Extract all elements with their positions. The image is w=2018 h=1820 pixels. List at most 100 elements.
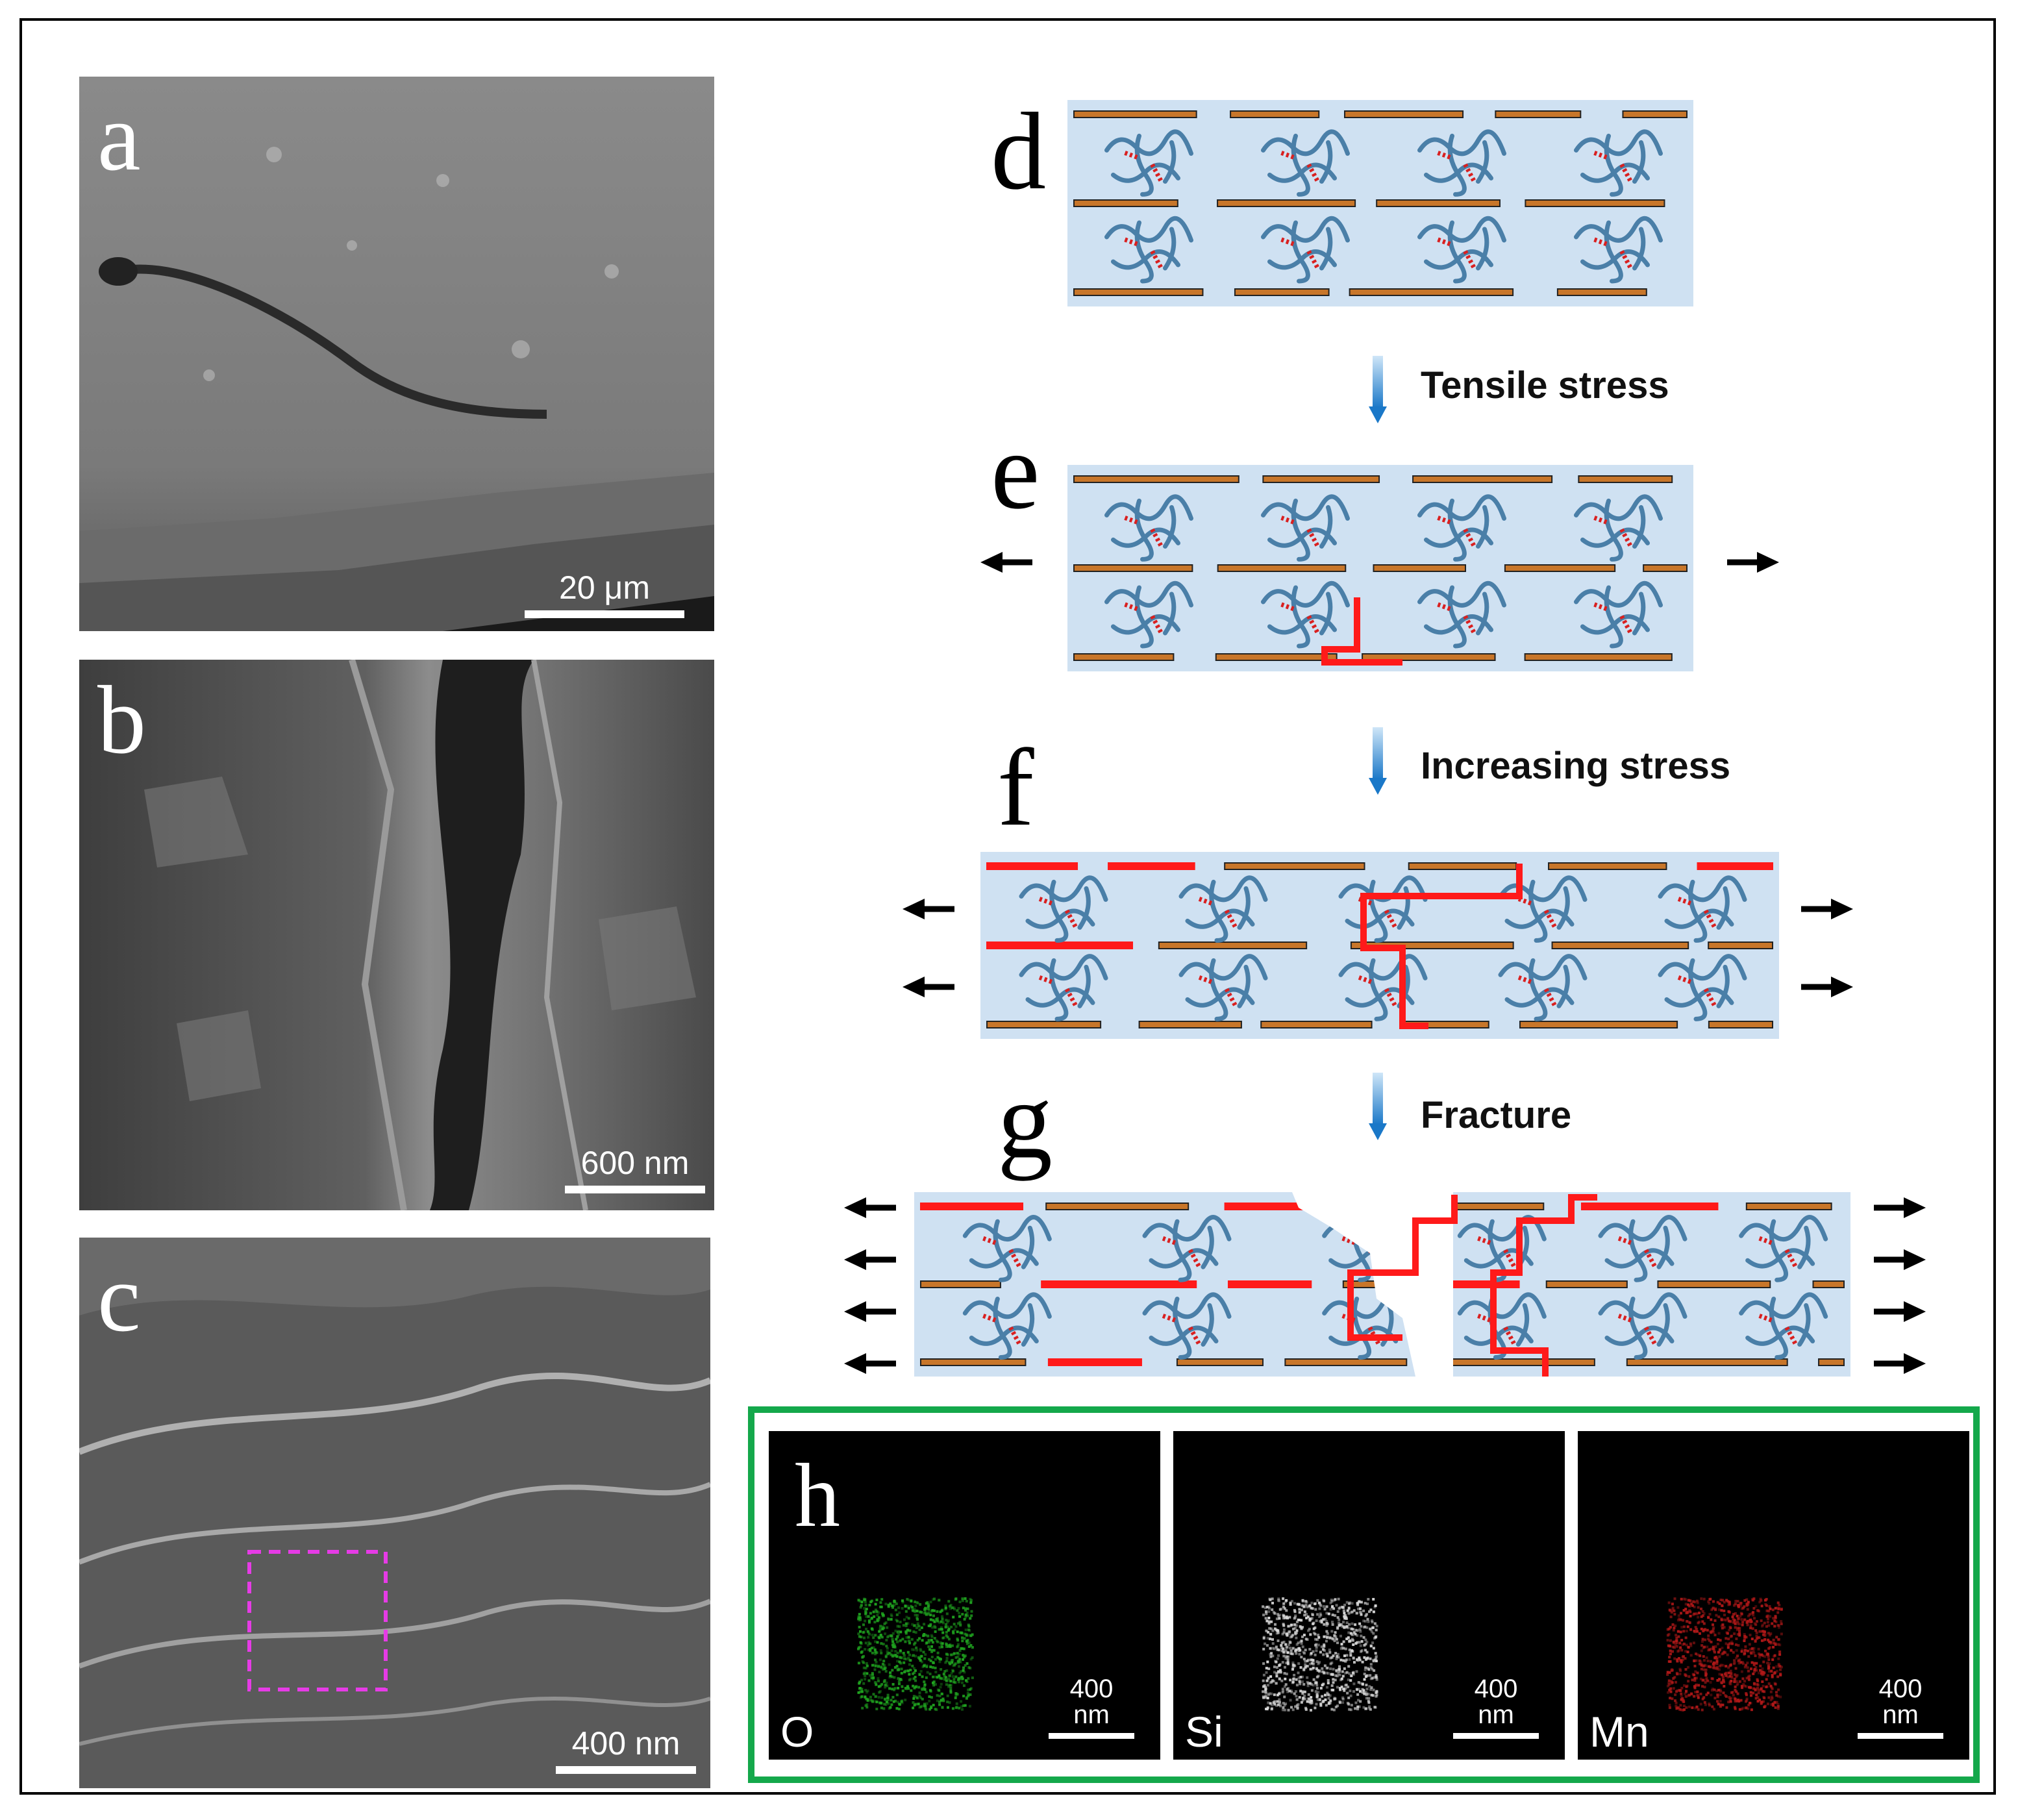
map-pixel — [1675, 1671, 1678, 1675]
map-pixel — [1672, 1628, 1675, 1632]
map-pixel — [1317, 1636, 1321, 1639]
map-pixel — [876, 1641, 879, 1644]
map-pixel — [941, 1617, 944, 1621]
map-pixel — [1695, 1677, 1699, 1680]
map-pixel — [894, 1629, 897, 1632]
map-pixel — [1270, 1703, 1273, 1706]
map-pixel — [1681, 1658, 1684, 1662]
map-pixel — [1682, 1708, 1685, 1712]
map-pixel — [1688, 1621, 1691, 1625]
map-pixel — [1375, 1695, 1378, 1698]
map-pixel — [888, 1687, 891, 1690]
map-pixel — [1740, 1648, 1743, 1651]
map-pixel — [1689, 1654, 1693, 1657]
map-pixel — [1736, 1692, 1739, 1695]
map-pixel — [914, 1669, 917, 1672]
map-pixel — [943, 1678, 947, 1681]
map-pixel — [912, 1624, 916, 1627]
map-pixel — [1746, 1662, 1749, 1665]
map-pixel — [953, 1623, 956, 1626]
map-pixel — [1708, 1598, 1712, 1601]
map-pixel — [860, 1604, 863, 1607]
map-pixel — [1773, 1619, 1776, 1623]
map-pixel — [922, 1687, 925, 1690]
map-pixel — [1730, 1672, 1733, 1675]
map-pixel — [1345, 1654, 1349, 1657]
map-pixel — [864, 1641, 867, 1645]
map-pixel — [1763, 1704, 1767, 1708]
map-pixel — [893, 1644, 896, 1647]
map-pixel — [946, 1621, 949, 1624]
scale-label-b: 600 nm — [580, 1145, 690, 1181]
map-pixel — [1336, 1686, 1339, 1689]
map-pixel — [1773, 1625, 1776, 1628]
map-pixel — [1289, 1678, 1292, 1682]
map-pixel — [1344, 1671, 1347, 1675]
map-pixel — [1736, 1622, 1739, 1625]
map-pixel — [938, 1621, 941, 1624]
map-pixel — [1760, 1604, 1763, 1608]
crosslink — [1463, 250, 1476, 269]
map-pixel — [1282, 1624, 1286, 1627]
map-pixel — [886, 1693, 890, 1697]
map-pixel — [1700, 1627, 1703, 1630]
map-pixel — [1281, 1708, 1284, 1712]
map-pixel — [1770, 1695, 1773, 1699]
map-pixel — [1713, 1619, 1717, 1622]
map-pixel — [1682, 1619, 1685, 1622]
platelet — [1551, 941, 1689, 949]
map-pixel — [1758, 1689, 1762, 1692]
map-pixel — [1728, 1696, 1731, 1699]
map-pixel — [1739, 1615, 1742, 1618]
map-pixel — [908, 1641, 912, 1645]
map-pixel — [1710, 1647, 1713, 1651]
map-pixel — [1270, 1620, 1273, 1623]
map-pixel — [1318, 1601, 1321, 1604]
map-pixel — [940, 1677, 943, 1680]
map-pixel — [1743, 1639, 1746, 1642]
map-pixel — [1770, 1703, 1773, 1706]
map-pixel — [864, 1619, 867, 1623]
map-pixel — [889, 1675, 892, 1677]
map-pixel — [1770, 1686, 1773, 1689]
arrow-head — [1831, 977, 1853, 997]
map-pixel — [1772, 1617, 1775, 1620]
map-pixel — [1743, 1652, 1746, 1656]
map-pixel — [1748, 1643, 1751, 1646]
map-pixel — [1326, 1691, 1329, 1695]
map-pixel — [1339, 1634, 1342, 1638]
map-pixel — [1350, 1704, 1353, 1707]
map-pixel — [860, 1688, 864, 1691]
map-pixel — [1734, 1685, 1737, 1688]
map-pixel — [1769, 1641, 1773, 1644]
map-pixel — [1300, 1627, 1303, 1630]
map-pixel — [967, 1641, 971, 1645]
map-pixel — [947, 1684, 951, 1687]
map-pixel — [1347, 1631, 1351, 1634]
map-pixel — [1361, 1691, 1364, 1694]
map-pixel — [1291, 1634, 1294, 1637]
map-pixel — [889, 1634, 892, 1638]
map-pixel — [895, 1665, 899, 1667]
panel-letter-c: c — [97, 1244, 141, 1352]
map-pixel — [1352, 1682, 1356, 1686]
map-pixel — [1780, 1608, 1783, 1611]
map-pixel — [1686, 1651, 1689, 1654]
map-pixel — [897, 1633, 901, 1636]
platelet — [1495, 110, 1582, 118]
map-pixel — [1723, 1685, 1726, 1688]
map-pixel — [1717, 1632, 1721, 1635]
map-pixel — [1293, 1673, 1296, 1677]
map-pixel — [951, 1606, 954, 1610]
map-pixel — [928, 1658, 930, 1661]
map-pixel — [1316, 1613, 1319, 1616]
map-pixel — [1304, 1603, 1308, 1606]
map-pixel — [1331, 1605, 1334, 1608]
map-pixel — [1763, 1621, 1766, 1625]
map-pixel — [1369, 1663, 1373, 1666]
map-pixel — [1301, 1675, 1304, 1678]
map-pixel — [1685, 1643, 1688, 1647]
map-pixel — [1269, 1702, 1272, 1705]
polymer-chain — [1658, 954, 1747, 1021]
map-pixel — [1777, 1657, 1780, 1660]
